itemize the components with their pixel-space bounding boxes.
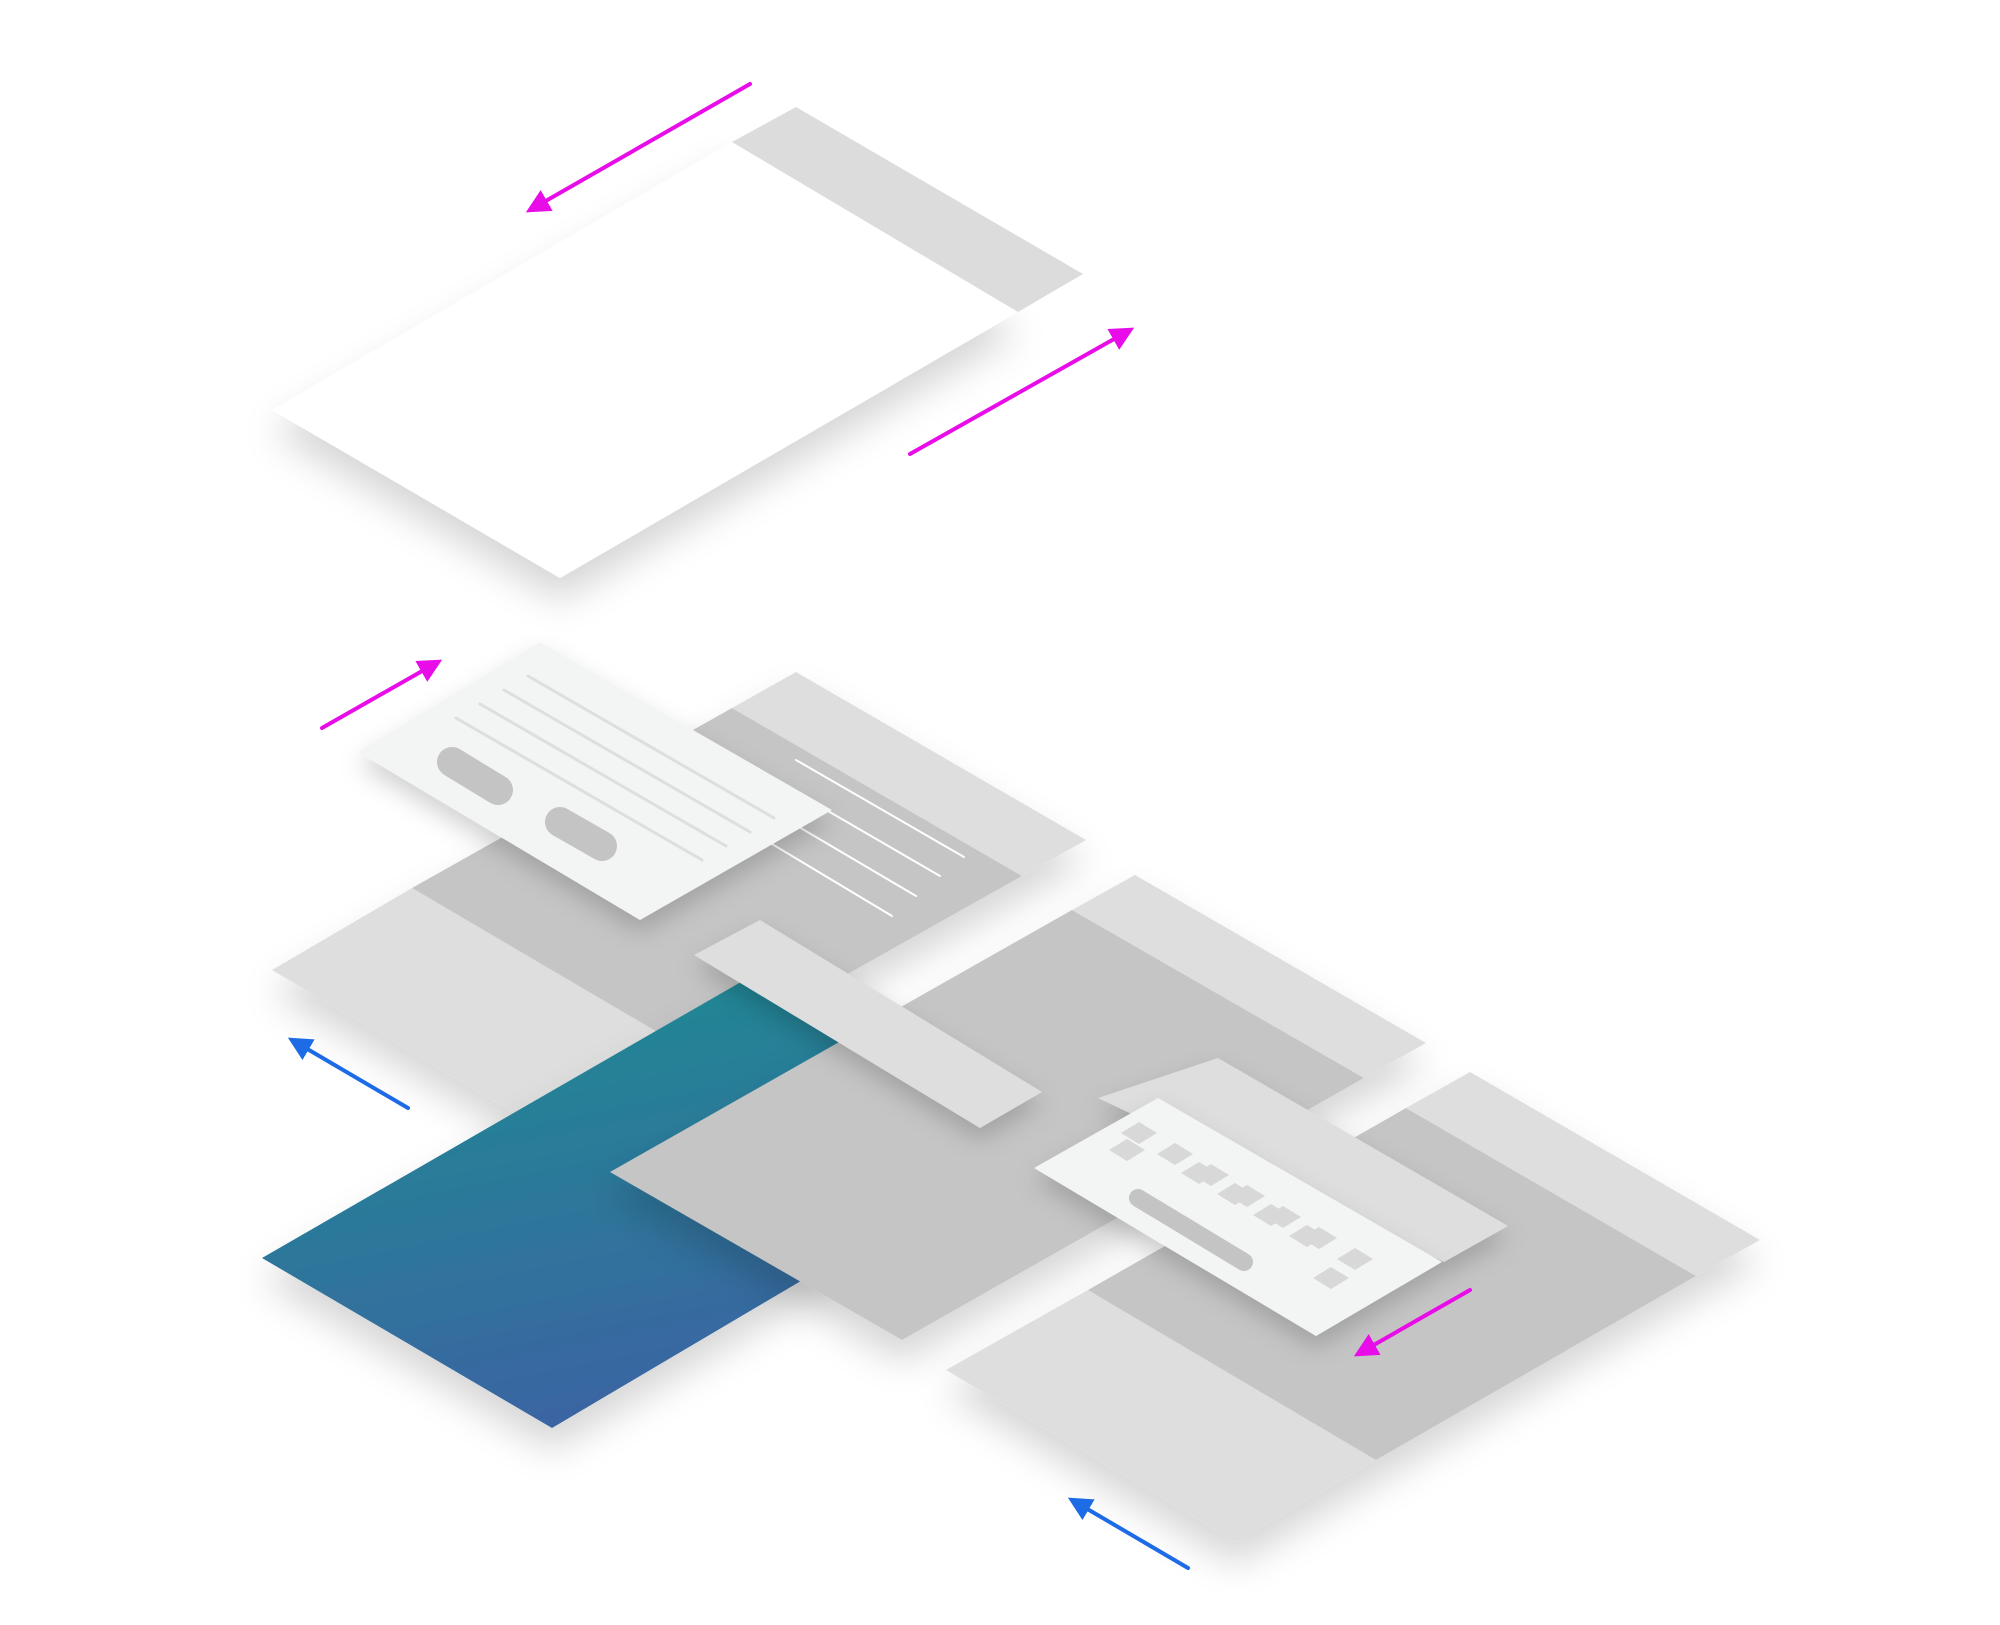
- transition-arrows: [287, 82, 1472, 1570]
- arrow-dialog: [320, 659, 443, 730]
- arrow-left-blue: [287, 1037, 410, 1110]
- keyboard-spacebar[interactable]: [1129, 1189, 1253, 1271]
- arrow-bottom-blue: [1067, 1497, 1190, 1570]
- dialog-buttons: [437, 747, 617, 861]
- key[interactable]: [1157, 1143, 1193, 1165]
- dialog-button-ok[interactable]: [545, 807, 617, 861]
- top-white-sheet: [272, 107, 1083, 578]
- key[interactable]: [1253, 1204, 1289, 1226]
- right-screen-bottom: [946, 1290, 1376, 1542]
- right-screen-header: [1406, 1072, 1760, 1276]
- dialog-line-2: [502, 688, 752, 834]
- key[interactable]: [1313, 1267, 1349, 1289]
- key[interactable]: [1289, 1225, 1325, 1247]
- key[interactable]: [1181, 1162, 1217, 1184]
- top-sheet-body: [272, 142, 1018, 578]
- arrow-top-right: [908, 327, 1135, 456]
- back-gray-screen: [272, 672, 1086, 1140]
- middle-screen-header: [1072, 875, 1426, 1078]
- dialog-line-3: [478, 702, 728, 848]
- middle-screen-body: [610, 910, 1364, 1340]
- back-line-1: [795, 759, 965, 858]
- dialog-card: [358, 642, 832, 920]
- top-sheet-header: [732, 107, 1083, 312]
- keyboard-card-back: [1098, 1058, 1508, 1262]
- arrow-top-left: [525, 82, 752, 213]
- dialog-line-4: [454, 716, 704, 862]
- dialog-button-cancel[interactable]: [437, 747, 513, 805]
- back-screen-header: [732, 672, 1086, 876]
- key[interactable]: [1121, 1122, 1157, 1144]
- top-bar-strip: [694, 920, 1042, 1128]
- arrow-keyboard: [1353, 1288, 1472, 1357]
- key[interactable]: [1109, 1139, 1145, 1161]
- dialog-card-surface: [358, 642, 832, 920]
- dialog-text-lines: [454, 674, 776, 862]
- key[interactable]: [1217, 1183, 1253, 1205]
- key[interactable]: [1337, 1248, 1373, 1270]
- dialog-line-1: [526, 674, 776, 820]
- keyboard-card: [1034, 1058, 1508, 1336]
- top-bar-strip-surface: [694, 920, 1042, 1128]
- keyboard-keys: [1109, 1122, 1373, 1289]
- middle-gray-screen: [610, 875, 1426, 1340]
- back-screen-body: [412, 708, 1022, 1057]
